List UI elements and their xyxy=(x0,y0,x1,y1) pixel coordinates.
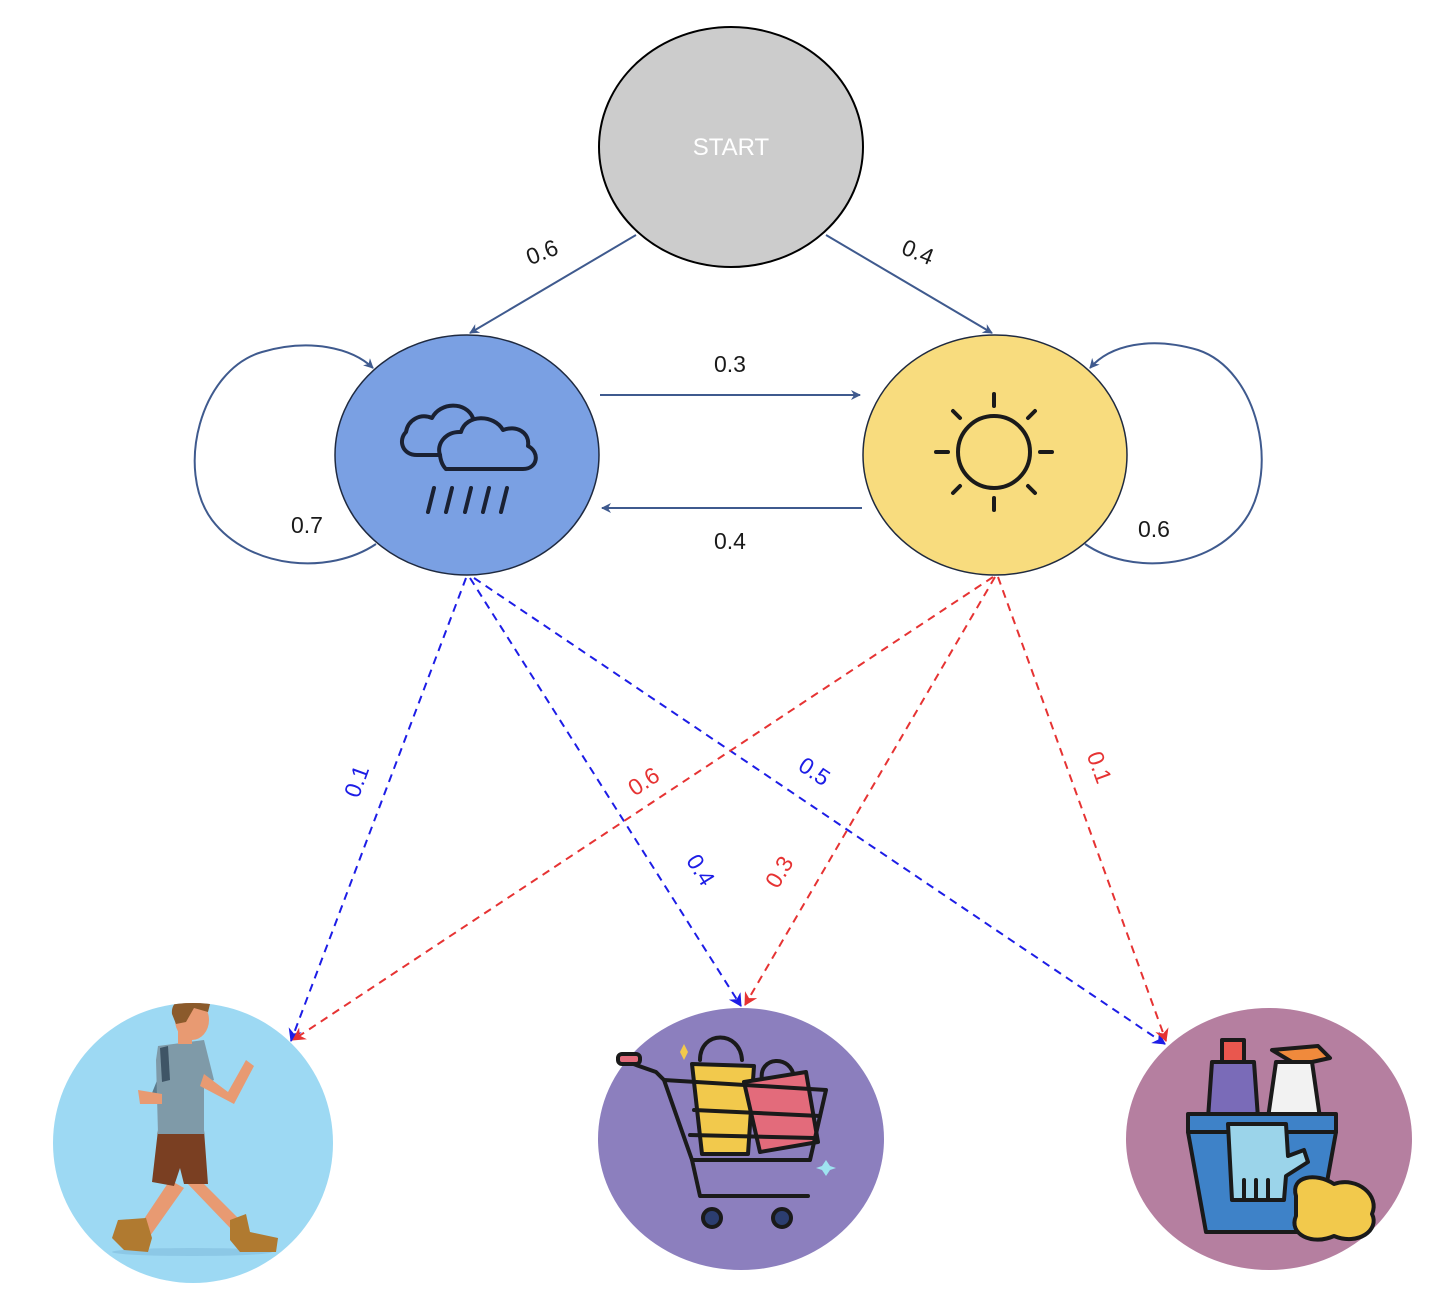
label-rainy-to-clean: 0.5 xyxy=(794,752,835,791)
walking-person-icon xyxy=(112,1003,278,1256)
edge-sunny-to-clean xyxy=(997,576,1169,1042)
edge-rainy-self-loop xyxy=(193,344,377,565)
cleaning-supplies-icon xyxy=(1186,1038,1376,1242)
label-rainy-to-shop: 0.4 xyxy=(681,849,720,890)
sparkle-icon xyxy=(680,1044,836,1176)
sunny-state-shape xyxy=(862,334,1128,576)
rainy-state-shape xyxy=(334,334,600,576)
label-sunny-to-rainy: 0.4 xyxy=(714,528,746,554)
edge-start-to-rainy xyxy=(469,234,637,334)
clean-observation-node xyxy=(1126,1008,1412,1270)
label-rainy-self-loop: 0.7 xyxy=(291,512,323,538)
edge-rainy-to-shop xyxy=(469,577,742,1007)
label-sunny-self-loop: 0.6 xyxy=(1138,516,1170,542)
label-rainy-to-sunny: 0.3 xyxy=(714,351,746,377)
sun-icon xyxy=(934,392,1054,512)
shop-observation-node xyxy=(598,1008,884,1270)
walk-observation-node xyxy=(53,1003,333,1283)
start-node-label: START xyxy=(693,134,770,161)
start-node: START xyxy=(598,26,864,268)
emission-edges xyxy=(288,576,1169,1045)
label-rainy-to-walk: 0.1 xyxy=(339,762,374,801)
label-sunny-to-shop: 0.3 xyxy=(760,851,799,892)
rainy-state-node xyxy=(334,334,600,576)
label-start-to-rainy: 0.6 xyxy=(522,234,561,270)
sunny-state-node xyxy=(862,334,1128,576)
emission-labels: 0.1 0.4 0.5 0.6 0.3 0.1 xyxy=(339,748,1117,892)
shopping-cart-icon xyxy=(616,1035,828,1229)
label-start-to-sunny: 0.4 xyxy=(898,234,938,270)
transition-edges xyxy=(193,234,1263,565)
edge-rainy-to-clean xyxy=(473,577,1166,1045)
rain-cloud-icon xyxy=(400,403,538,514)
start-node-shape xyxy=(598,26,864,268)
edge-sunny-self-loop xyxy=(1084,342,1263,565)
edge-sunny-to-shop xyxy=(744,576,996,1006)
label-sunny-to-clean: 0.1 xyxy=(1082,748,1117,787)
edge-sunny-to-walk xyxy=(292,576,994,1041)
edge-start-to-sunny xyxy=(825,234,993,334)
label-sunny-to-walk: 0.6 xyxy=(623,762,664,801)
edge-rainy-to-walk xyxy=(288,577,467,1042)
